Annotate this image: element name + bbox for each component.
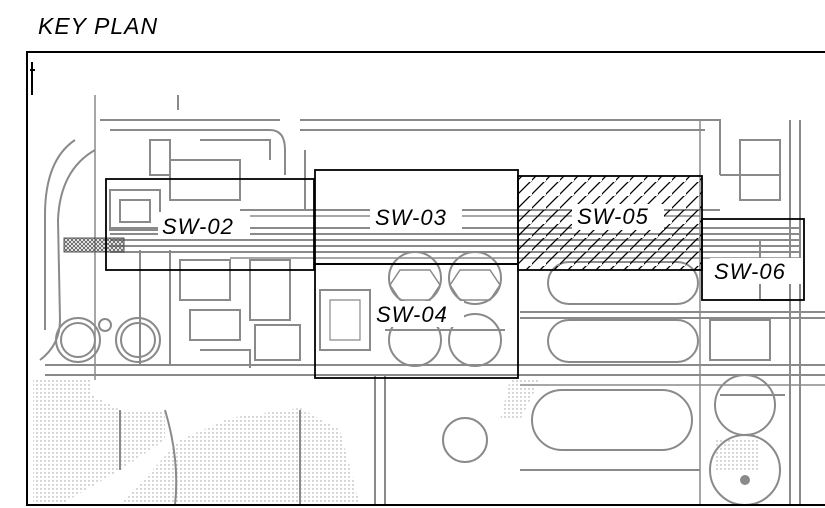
site-linework (33, 95, 825, 506)
zone-label-sw06: SW-06 (714, 259, 786, 284)
zone-label-sw02: SW-02 (162, 214, 234, 239)
drawing-frame (26, 51, 825, 506)
zone-labels: SW-02 SW-03 SW-04 SW-05 SW-06 (158, 204, 802, 327)
zone-sw02-outline (105, 178, 315, 271)
zone-label-sw05: SW-05 (577, 204, 649, 229)
zone-sw04-outline (314, 263, 519, 379)
zone-label-sw04: SW-04 (376, 302, 448, 327)
key-plan-title: KEY PLAN (38, 13, 159, 39)
zone-sw06-outline (701, 218, 805, 301)
zone-label-sw03: SW-03 (375, 205, 447, 230)
